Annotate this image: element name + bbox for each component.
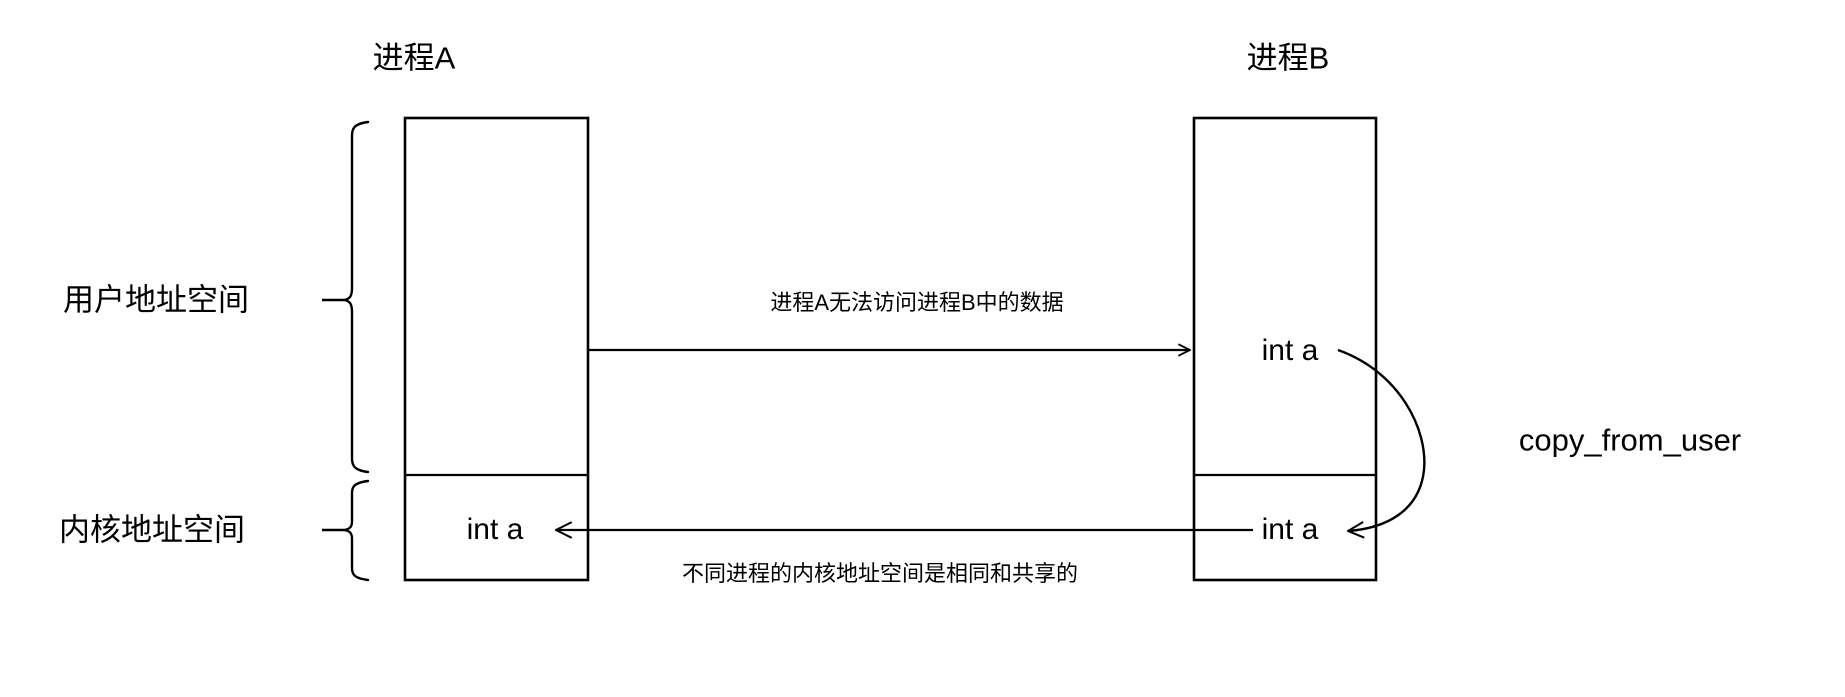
left-brace-icon-user [322, 120, 370, 474]
process-b-outline [1192, 116, 1378, 582]
process-a-box [403, 116, 590, 582]
process-a-outline [403, 116, 590, 582]
left-brace-icon-kernel [322, 479, 370, 582]
bottom-arrow-note: 不同进程的内核地址空间是相同和共享的 [681, 561, 1079, 586]
curved-arrow-icon-copy-from-user [1337, 348, 1426, 531]
process-b-box [1192, 116, 1378, 582]
top-arrow-note: 进程A无法访问进程B中的数据 [770, 290, 1064, 315]
process-a-kernel-variable: int a [466, 513, 524, 546]
copy-from-user-label: copy_from_user [1518, 422, 1742, 458]
kernel-address-space-label: 内核地址空间 [59, 512, 245, 548]
process-a-title: 进程A [372, 40, 456, 76]
process-b-user-variable: int a [1261, 334, 1319, 367]
process-b-kernel-variable: int a [1261, 513, 1319, 546]
process-b-title: 进程B [1246, 40, 1330, 76]
user-address-space-label: 用户地址空间 [63, 282, 249, 318]
